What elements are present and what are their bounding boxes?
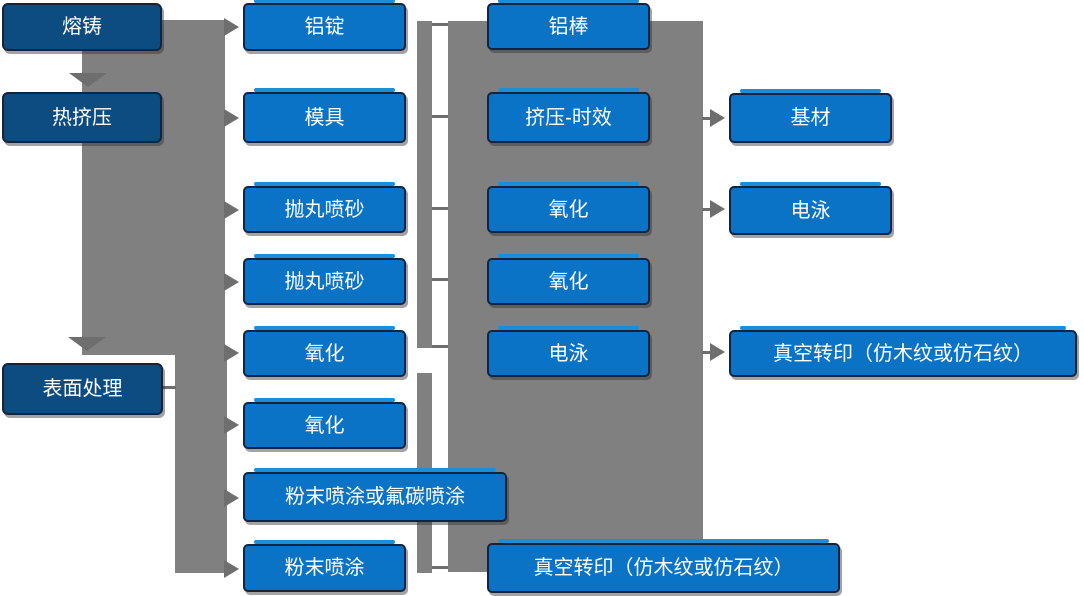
node-mold: 模具	[243, 88, 406, 143]
node-label: 氧化	[548, 270, 589, 293]
node-oxidation-2: 氧化	[243, 398, 406, 449]
node-oxidation-3: 氧化	[487, 182, 650, 233]
node-powder-or-fluorocarbon-spray: 粉末喷涂或氟碳喷涂	[243, 468, 507, 522]
node-label: 铝棒	[548, 15, 589, 38]
node-oxidation-4: 氧化	[487, 254, 650, 305]
arrow-to-mold-icon	[224, 109, 239, 127]
connector-line-row2	[432, 115, 448, 118]
node-label: 真空转印（仿木纹或仿石纹）	[773, 342, 1033, 365]
node-base-material: 基材	[729, 89, 892, 143]
tail-to-vacuum-transfer-2	[702, 351, 711, 354]
node-oxidation-1: 氧化	[243, 326, 406, 377]
tail-to-base-material	[702, 117, 711, 120]
node-label: 氧化	[304, 342, 345, 365]
node-vacuum-transfer-2: 真空转印（仿木纹或仿石纹）	[729, 326, 1077, 377]
node-label: 熔铸	[62, 16, 102, 38]
node-label: 氧化	[548, 198, 589, 221]
connector-line-row1	[432, 23, 448, 26]
node-powder-spray: 粉末喷涂	[243, 540, 406, 592]
node-electrophoresis-1: 电泳	[487, 326, 650, 377]
node-aluminum-ingot: 铝锭	[243, 0, 406, 51]
arrow-to-powder-spray-icon	[224, 560, 239, 578]
node-label: 电泳	[548, 342, 589, 365]
node-surface-treatment: 表面处理	[2, 363, 163, 415]
connector-band-left	[82, 20, 225, 355]
node-label: 抛丸喷砂	[284, 198, 365, 221]
arrow-to-oxidation-2-icon	[224, 416, 239, 434]
node-vacuum-transfer-1: 真空转印（仿木纹或仿石纹）	[487, 539, 840, 593]
connector-line-row3	[432, 207, 448, 210]
node-melting: 熔铸	[2, 3, 162, 51]
node-label: 真空转印（仿木纹或仿石纹）	[533, 557, 794, 579]
node-label: 抛丸喷砂	[284, 270, 365, 293]
arrow-down-melting-to-hot-extrusion-icon	[69, 73, 107, 87]
node-label: 氧化	[304, 414, 345, 437]
node-label: 粉末喷涂或氟碳喷涂	[285, 486, 465, 508]
node-hot-extrusion: 热挤压	[2, 92, 162, 143]
arrow-to-vacuum-transfer-2-icon	[710, 343, 725, 361]
arrow-down-to-surface-treatment-icon	[68, 337, 106, 351]
connector-band-left-lower	[175, 350, 227, 573]
connector-line-row5	[432, 345, 448, 348]
connector-rail-middle-upper	[417, 21, 432, 348]
node-shot-blasting-2: 抛丸喷砂	[243, 254, 406, 305]
arrow-to-oxidation-1-icon	[224, 344, 239, 362]
node-label: 表面处理	[42, 378, 123, 400]
connector-line-row4	[432, 278, 448, 281]
connector-line-bottom	[432, 566, 448, 569]
arrow-to-shot-blasting-2-icon	[224, 273, 239, 291]
arrow-to-shot-blasting-1-icon	[224, 201, 239, 219]
node-label: 基材	[790, 107, 831, 129]
node-label: 模具	[304, 106, 345, 129]
node-label: 粉末喷涂	[284, 557, 365, 579]
arrow-to-aluminum-ingot-icon	[224, 18, 239, 36]
node-label: 电泳	[790, 199, 831, 222]
node-extrusion-aging: 挤压-时效	[487, 88, 650, 143]
arrow-to-powder-or-fluorocarbon-icon	[224, 489, 239, 507]
node-label: 热挤压	[52, 106, 112, 129]
node-shot-blasting-1: 抛丸喷砂	[243, 182, 406, 233]
node-label: 挤压-时效	[525, 106, 612, 129]
node-aluminum-rod: 铝棒	[487, 0, 650, 50]
arrow-to-base-material-icon	[710, 109, 725, 127]
tail-to-electrophoresis-2	[702, 208, 711, 211]
connector-line-surface-treatment	[163, 386, 176, 389]
arrow-to-electrophoresis-2-icon	[710, 200, 725, 218]
node-electrophoresis-2: 电泳	[729, 182, 892, 235]
node-label: 铝锭	[304, 16, 345, 38]
